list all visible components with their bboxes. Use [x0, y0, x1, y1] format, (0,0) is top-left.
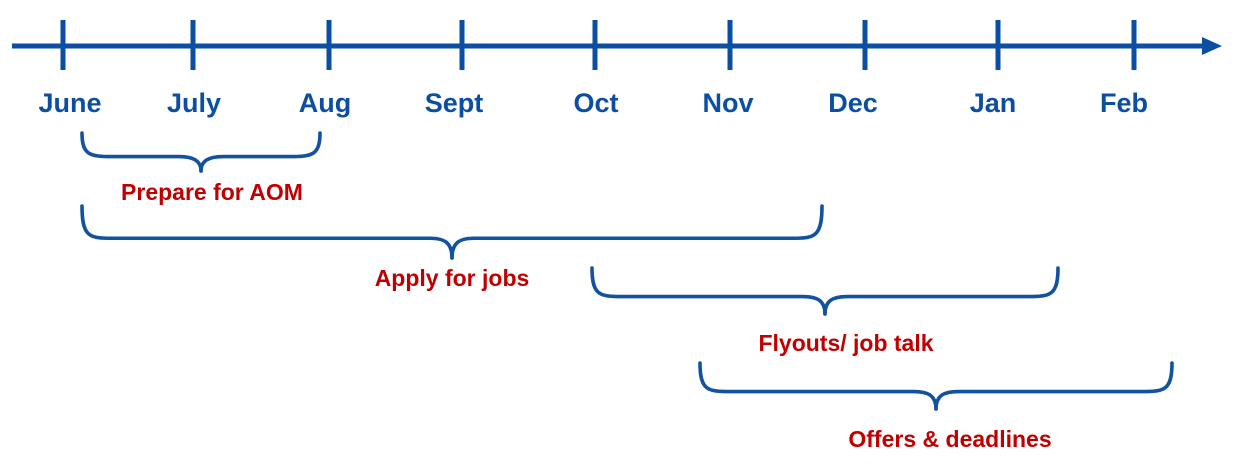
month-label-dec: Dec — [828, 88, 878, 118]
phase-label-flyouts-job-talk: Flyouts/ job talk — [758, 330, 934, 356]
month-label-july: July — [166, 88, 222, 118]
timeline-axis — [12, 20, 1222, 70]
brace-offers-deadlines-left — [698, 361, 938, 411]
month-label-june: June — [38, 88, 102, 118]
month-label-feb: Feb — [1099, 88, 1149, 118]
month-label-oct: Oct — [573, 88, 619, 118]
phase-label-apply-for-jobs: Apply for jobs — [374, 265, 530, 291]
phase-label-offers-deadlines: Offers & deadlines — [848, 426, 1052, 452]
month-label-sept: Sept — [424, 88, 484, 118]
brace-apply-for-jobs-left — [80, 204, 454, 260]
brace-offers-deadlines-right — [934, 361, 1174, 411]
month-label-aug: Aug — [298, 88, 352, 118]
timeline-braces — [80, 131, 1174, 411]
month-label-jan: Jan — [969, 88, 1017, 118]
brace-apply-for-jobs-right — [450, 204, 824, 260]
brace-prepare-for-aom-left — [80, 131, 203, 173]
phase-label-prepare-for-aom: Prepare for AOM — [121, 179, 303, 205]
axis-arrow-icon — [1202, 37, 1222, 55]
month-label-nov: Nov — [702, 88, 754, 118]
brace-flyouts-job-talk-right — [823, 266, 1060, 316]
brace-flyouts-job-talk-left — [590, 266, 827, 316]
brace-prepare-for-aom-right — [199, 131, 322, 173]
